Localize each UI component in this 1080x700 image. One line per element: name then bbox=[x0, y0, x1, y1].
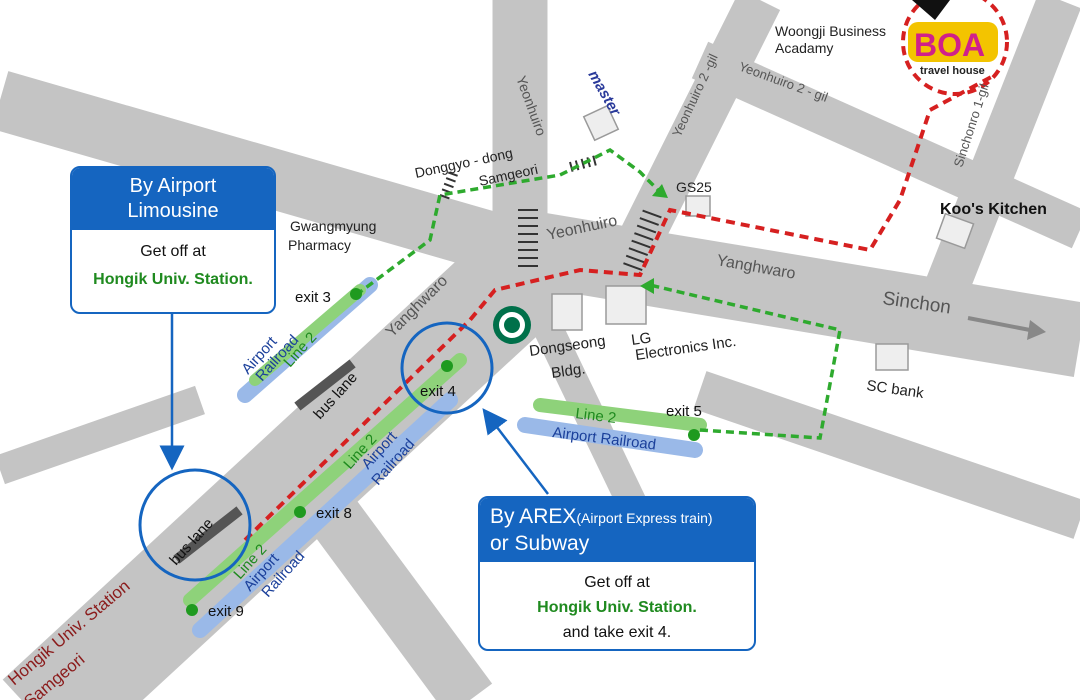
exit4-circle bbox=[400, 321, 494, 415]
bus-stop-circle bbox=[138, 468, 252, 582]
airport-limousine-box: By Airport Limousine Get off at Hongik U… bbox=[70, 166, 276, 314]
limousine-title-line2: Limousine bbox=[127, 200, 219, 222]
boa-circle bbox=[901, 0, 1009, 96]
label-exit4: exit 4 bbox=[420, 383, 456, 400]
arex-body-line2: Hongik Univ. Station. bbox=[537, 599, 697, 616]
label-exit8: exit 8 bbox=[316, 505, 352, 522]
arex-title-main: By AREX bbox=[490, 505, 577, 528]
transfer-routes bbox=[354, 147, 843, 440]
label-exit9: exit 9 bbox=[208, 603, 244, 620]
starbucks-icon bbox=[493, 306, 531, 344]
place-koos-kitchen: Koo's Kitchen bbox=[940, 201, 1047, 218]
limousine-box-body: Get off at Hongik Univ. Station. bbox=[72, 230, 274, 294]
limousine-title-line1: By Airport bbox=[129, 175, 217, 197]
label-line2-right: Line 2 bbox=[575, 405, 618, 427]
exit9-dot bbox=[186, 604, 198, 616]
arex-title-line2: or Subway bbox=[490, 532, 590, 555]
subway-bands bbox=[183, 277, 707, 638]
label-exit3: exit 3 bbox=[295, 289, 331, 306]
arex-title-paren: (Airport Express train) bbox=[576, 510, 713, 526]
place-dongseong-line2: Bldg. bbox=[550, 360, 586, 382]
place-lg-line1: LG bbox=[630, 329, 652, 349]
boa-subtitle: travel house bbox=[920, 65, 985, 77]
place-pharmacy-line1: Gwangmyung bbox=[290, 218, 376, 234]
arex-body-line1: Get off at bbox=[584, 574, 650, 591]
road-2gil-east bbox=[691, 41, 1080, 249]
road-sinchonro-1gil bbox=[909, 0, 1080, 339]
exit8-dot bbox=[294, 506, 306, 518]
place-gs25: GS25 bbox=[676, 179, 712, 195]
road-yeonhuiro-2gil bbox=[619, 0, 781, 251]
exit5-dot bbox=[688, 429, 700, 441]
limousine-body-line2: Hongik Univ. Station. bbox=[93, 271, 253, 288]
buildings bbox=[551, 104, 975, 371]
exit4-dot bbox=[441, 360, 453, 372]
arex-box-header: By AREX(Airport Express train) or Subway bbox=[480, 498, 754, 562]
road-inner-south bbox=[506, 263, 654, 527]
walk-route bbox=[243, 73, 996, 542]
arex-subway-box: By AREX(Airport Express train) or Subway… bbox=[478, 496, 756, 651]
arex-body-line3: and take exit 4. bbox=[562, 624, 672, 641]
crosswalks bbox=[439, 155, 662, 271]
limousine-body-line1: Get off at bbox=[140, 243, 206, 260]
arex-box-body: Get off at Hongik Univ. Station. and tak… bbox=[480, 562, 754, 645]
road-east-lower bbox=[693, 371, 1080, 539]
boa-logo: BOA travel house bbox=[908, 0, 998, 77]
exit3-dot bbox=[350, 288, 362, 300]
place-woongji-line1: Woongji Business bbox=[775, 23, 886, 39]
place-woongji-line2: Acadamy bbox=[775, 40, 833, 56]
label-exit5: exit 5 bbox=[666, 403, 702, 420]
place-pharmacy-line2: Pharmacy bbox=[288, 237, 351, 253]
limousine-box-header: By Airport Limousine bbox=[72, 168, 274, 230]
boa-logo-text: BOA bbox=[914, 27, 985, 63]
road-west-lower bbox=[0, 385, 205, 485]
